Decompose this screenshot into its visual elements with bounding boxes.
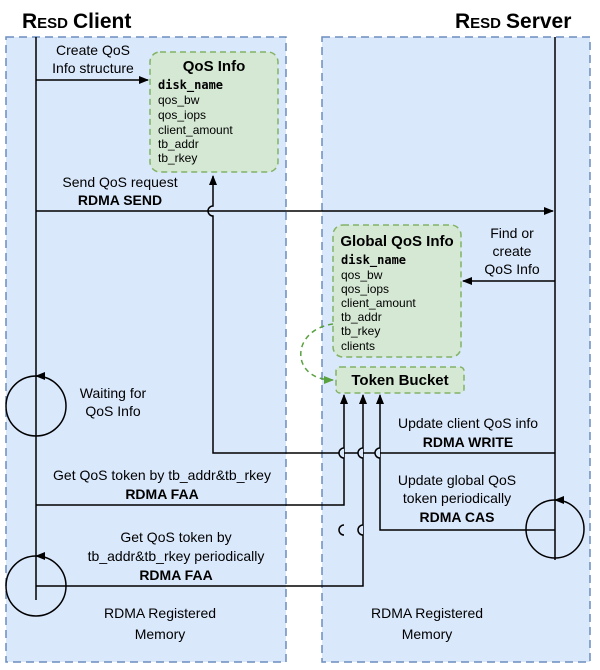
- client-periodic-loop: [5, 556, 67, 617]
- hop-363-b: [357, 524, 364, 536]
- global-qos-info-box: [332, 224, 462, 358]
- hop-344-b: [338, 524, 345, 536]
- find-label-2: create: [493, 243, 532, 259]
- waiting-label-2: QoS Info: [85, 403, 140, 419]
- waiting-label-1: Waiting for: [80, 385, 147, 401]
- update-client-qos-arrow: [207, 175, 555, 454]
- client-footer-line-1: RDMA Registered: [104, 605, 216, 621]
- find-label-1: Find or: [490, 225, 534, 241]
- create-qos-label-2: Info structure: [52, 60, 134, 76]
- server-footer-line-1: RDMA Registered: [371, 605, 483, 621]
- qos-info-field-qos-bw: qos_bw: [158, 93, 200, 107]
- global-qos-field-client-amount: client_amount: [341, 296, 416, 310]
- global-qos-field-disk-name: disk_name: [341, 253, 406, 268]
- send-qos-label-1: Send QoS request: [62, 174, 177, 190]
- client-footer-line-2: Memory: [135, 626, 186, 642]
- server-footer-line-2: Memory: [402, 626, 453, 642]
- hop-344: [338, 447, 345, 459]
- hop-380: [374, 447, 381, 459]
- update-client-label-1: Update client QoS info: [398, 415, 538, 431]
- find-label-3: QoS Info: [484, 261, 539, 277]
- qos-info-title: QoS Info: [183, 58, 246, 75]
- update-global-label-3: RDMA CAS: [420, 509, 495, 525]
- hop-363: [357, 447, 364, 459]
- get-periodic-label-3: RDMA FAA: [139, 567, 212, 583]
- waiting-loop-arrow: [5, 376, 67, 437]
- global-qos-info-title: Global QoS Info: [340, 233, 453, 250]
- update-global-arrow: [376, 394, 555, 531]
- get-token-label-1: Get QoS token by tb_addr&tb_rkey: [53, 467, 271, 483]
- update-global-label-1: Update global QoS: [398, 472, 516, 488]
- global-qos-field-clients: clients: [341, 339, 375, 353]
- server-periodic-loop: [525, 500, 585, 559]
- create-qos-label-1: Create QoS: [56, 42, 130, 58]
- global-qos-field-qos-bw: qos_bw: [341, 268, 383, 282]
- global-qos-field-tb-rkey: tb_rkey: [341, 324, 380, 338]
- global-qos-field-qos-iops: qos_iops: [341, 282, 389, 296]
- qos-info-field-client-amount: client_amount: [158, 123, 233, 137]
- tb-reference-arrow: [300, 323, 334, 384]
- get-token-arrow: [36, 394, 348, 506]
- global-qos-field-tb-addr: tb_addr: [341, 310, 382, 324]
- qos-info-box: [149, 51, 279, 173]
- token-bucket-title: Token Bucket: [351, 372, 448, 389]
- token-bucket-box: [335, 366, 465, 394]
- send-qos-label-2: RDMA SEND: [78, 192, 162, 208]
- update-global-label-2: token periodically: [403, 490, 511, 506]
- qos-info-field-tb-rkey: tb_rkey: [158, 151, 197, 165]
- get-token-label-2: RDMA FAA: [125, 486, 198, 502]
- get-periodic-label-2: tb_addr&tb_rkey periodically: [88, 548, 265, 564]
- qos-info-field-disk-name: disk_name: [158, 78, 223, 93]
- update-client-label-2: RDMA WRITE: [423, 434, 513, 450]
- get-periodic-label-1: Get QoS token by: [120, 529, 231, 545]
- qos-info-field-qos-iops: qos_iops: [158, 108, 206, 122]
- qos-info-field-tb-addr: tb_addr: [158, 137, 199, 151]
